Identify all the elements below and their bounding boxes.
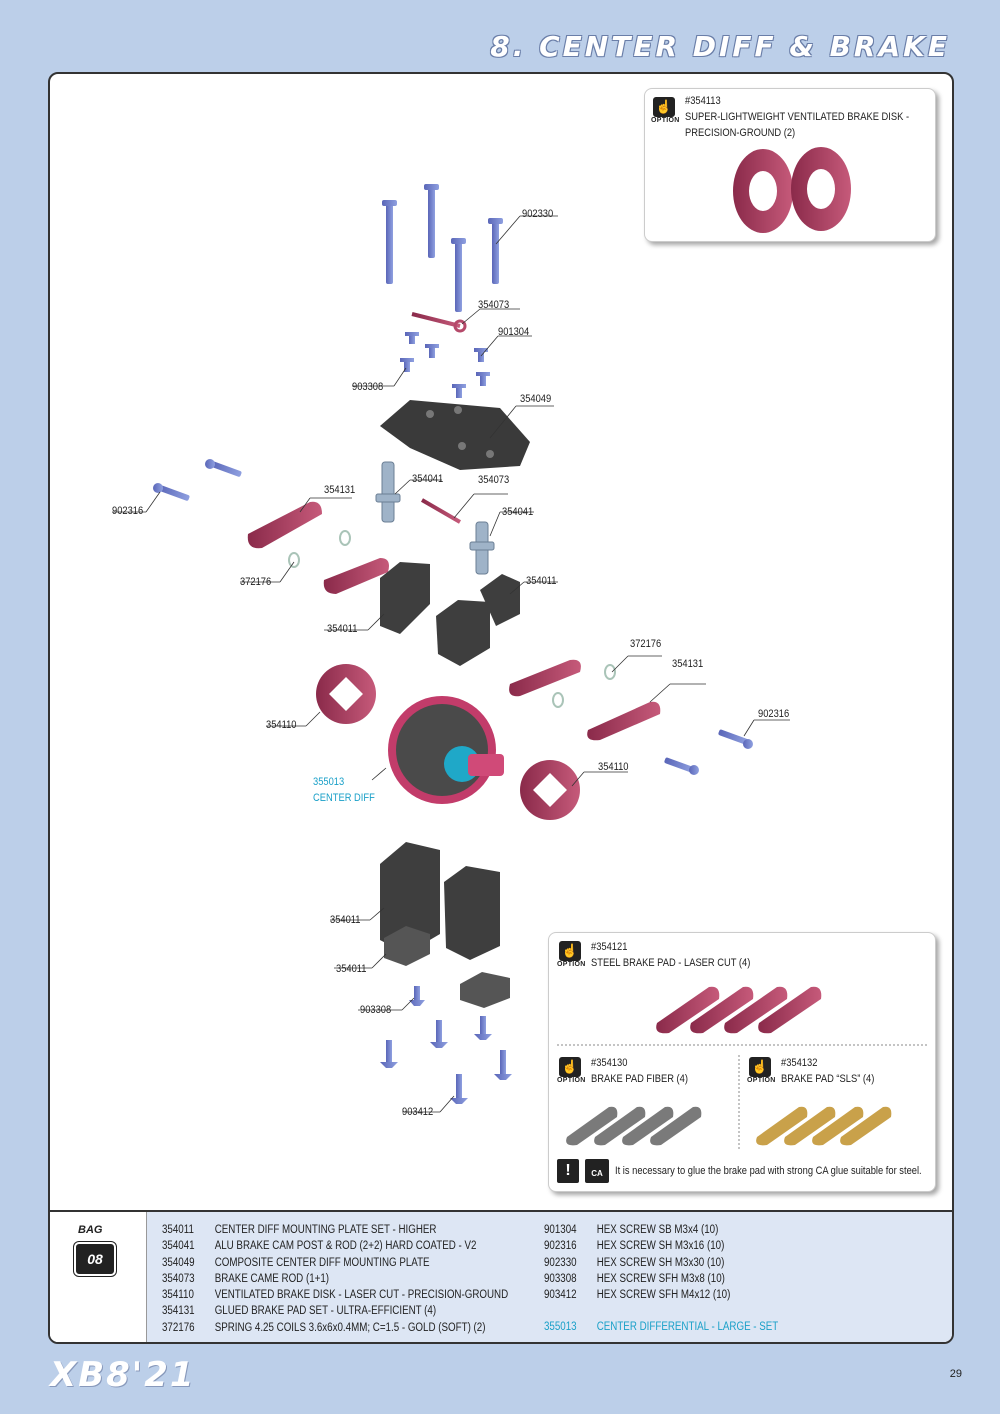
option-fiber-pad-number: #354130 bbox=[591, 1057, 628, 1069]
part-number: 901304 bbox=[544, 1224, 577, 1236]
callout-372176-left: 372176 bbox=[240, 576, 272, 588]
diagram-drawing bbox=[112, 184, 790, 1113]
option-brake-disk-desc-1: SUPER-LIGHTWEIGHT VENTILATED BRAKE DISK … bbox=[685, 111, 910, 123]
option-steel-pad-number: #354121 bbox=[591, 941, 628, 953]
long-screws-902330 bbox=[382, 184, 503, 312]
option-fiber-pad-desc: BRAKE PAD FIBER (4) bbox=[591, 1073, 688, 1085]
part-description: ALU BRAKE CAM POST & ROD (2+2) HARD COAT… bbox=[214, 1240, 477, 1253]
callout-354041-top: 354041 bbox=[412, 473, 444, 485]
parts-legend: BAG 08 354011 CENTER DIFF MOUNTING PLATE … bbox=[50, 1210, 952, 1342]
part-row: 354131 GLUED BRAKE PAD SET - ULTRA-EFFICI… bbox=[162, 1303, 508, 1319]
callout-354110-left: 354110 bbox=[266, 719, 297, 731]
part-row: 903308 HEX SCREW SFH M3x8 (10) bbox=[544, 1271, 778, 1287]
callout-354110-right: 354110 bbox=[598, 761, 629, 773]
part-description: HEX SCREW SH M3x30 (10) bbox=[596, 1256, 725, 1269]
page-title: 8. CENTER DIFF & BRAKE bbox=[490, 30, 950, 63]
part-row: 354049 COMPOSITE CENTER DIFF MOUNTING PLA… bbox=[162, 1255, 508, 1271]
part-description: CENTER DIFF MOUNTING PLATE SET - HIGHER bbox=[214, 1224, 437, 1236]
part-number: 355013 bbox=[544, 1321, 577, 1334]
part-row: 902316 HEX SCREW SH M3x16 (10) bbox=[544, 1238, 778, 1254]
part-description: HEX SCREW SH M3x16 (10) bbox=[596, 1240, 725, 1253]
part-number: 354073 bbox=[162, 1272, 195, 1285]
part-number: 354131 bbox=[162, 1305, 195, 1318]
callout-902316-right: 902316 bbox=[758, 708, 790, 720]
callout-center-diff: CENTER DIFF bbox=[313, 792, 375, 804]
option-brake-disk-number: #354113 bbox=[685, 95, 721, 107]
part-row: 354011 CENTER DIFF MOUNTING PLATE SET - H… bbox=[162, 1222, 508, 1238]
callout-354011-plate: 354011 bbox=[336, 963, 367, 975]
bag-label: BAG bbox=[78, 1224, 103, 1236]
callout-372176-right: 372176 bbox=[630, 638, 662, 650]
callout-903412: 903412 bbox=[402, 1106, 434, 1118]
part-row: 902330 HEX SCREW SH M3x30 (10) bbox=[544, 1255, 778, 1271]
part-number: 902316 bbox=[544, 1240, 577, 1253]
option-thumb-icon: ☝OPTION bbox=[651, 97, 680, 124]
part-description: HEX SCREW SFH M3x8 (10) bbox=[596, 1272, 725, 1285]
callout-354041-mid: 354041 bbox=[502, 506, 534, 518]
part-row: 354041 ALU BRAKE CAM POST & ROD (2+2) HAR… bbox=[162, 1238, 508, 1254]
option-box-brake-pads: ☝OPTION #354121 STEEL BRAKE PAD - LASER … bbox=[548, 932, 936, 1192]
option-box-brake-disk: ☝OPTION #354113 SUPER-LIGHTWEIGHT VENTIL… bbox=[644, 88, 936, 242]
callout-354011-upper-right: 354011 bbox=[526, 575, 557, 587]
part-description: BRAKE CAME ROD (1+1) bbox=[214, 1272, 330, 1285]
part-row: 901304 HEX SCREW SB M3x4 (10) bbox=[544, 1222, 778, 1238]
callout-354131-right: 354131 bbox=[672, 658, 704, 670]
callout-355013: 355013 bbox=[313, 776, 345, 788]
option-thumb-icon: ☝OPTION bbox=[747, 1057, 776, 1084]
part-row: 354110 VENTILATED BRAKE DISK - LASER CUT … bbox=[162, 1287, 508, 1303]
part-row: 355013 CENTER DIFFERENTIAL - LARGE - SET bbox=[544, 1319, 778, 1335]
part-description: HEX SCREW SFH M4x12 (10) bbox=[596, 1289, 731, 1302]
part-description: COMPOSITE CENTER DIFF MOUNTING PLATE bbox=[214, 1256, 430, 1269]
part-row: 372176 SPRING 4.25 COILS 3.6x6x0.4MM; C=1… bbox=[162, 1320, 508, 1336]
callout-903308-top: 903308 bbox=[352, 381, 384, 393]
callout-354073-top: 354073 bbox=[478, 299, 510, 311]
ca-glue-icon: CA bbox=[585, 1159, 609, 1183]
callout-903308-bottom: 903308 bbox=[360, 1004, 392, 1016]
part-number: 354049 bbox=[162, 1256, 195, 1269]
part-number: 354110 bbox=[162, 1289, 194, 1302]
option-brake-disk-drawing bbox=[733, 147, 851, 233]
part-description: SPRING 4.25 COILS 3.6x6x0.4MM; C=1.5 - G… bbox=[214, 1321, 486, 1334]
part-number: 903308 bbox=[544, 1272, 577, 1285]
option-steel-pad-desc: STEEL BRAKE PAD - LASER CUT (4) bbox=[591, 957, 751, 969]
option-thumb-icon: ☝OPTION bbox=[557, 941, 586, 968]
part-number: 902330 bbox=[544, 1256, 577, 1269]
option-pads-drawing bbox=[557, 986, 927, 1151]
part-row: 903412 HEX SCREW SFH M4x12 (10) bbox=[544, 1287, 778, 1303]
bag-indicator: BAG 08 bbox=[50, 1212, 147, 1342]
instruction-panel: 902330 354073 901304 903308 354049 90231… bbox=[48, 72, 954, 1344]
parts-list-left: 354011 CENTER DIFF MOUNTING PLATE SET - H… bbox=[162, 1222, 508, 1336]
callout-354011-lower: 354011 bbox=[330, 914, 361, 926]
xb8-logo: XB8'21 bbox=[50, 1355, 196, 1395]
callout-902330: 902330 bbox=[522, 208, 554, 220]
warning-icon: ! bbox=[557, 1159, 579, 1183]
part-number: 354011 bbox=[162, 1224, 194, 1236]
glue-warning-text: It is necessary to glue the brake pad wi… bbox=[615, 1165, 922, 1177]
callout-354073-mid: 354073 bbox=[478, 474, 510, 486]
small-screws bbox=[400, 332, 490, 398]
part-number: 354041 bbox=[162, 1240, 195, 1253]
callout-354131-left: 354131 bbox=[324, 484, 356, 496]
page-number: 29 bbox=[949, 1368, 962, 1380]
option-brake-disk-desc-2: PRECISION-GROUND (2) bbox=[685, 127, 796, 139]
callout-902316-left: 902316 bbox=[112, 505, 144, 517]
option-sls-pad-number: #354132 bbox=[781, 1057, 818, 1069]
exploded-diagram: 902330 354073 901304 903308 354049 90231… bbox=[50, 74, 952, 1210]
callout-354011-upper-left: 354011 bbox=[327, 623, 358, 635]
part-description: VENTILATED BRAKE DISK - LASER CUT - PREC… bbox=[214, 1289, 509, 1302]
option-thumb-icon: ☝OPTION bbox=[557, 1057, 586, 1084]
part-description: GLUED BRAKE PAD SET - ULTRA-EFFICIENT (4… bbox=[214, 1305, 437, 1318]
callout-354049: 354049 bbox=[520, 393, 552, 405]
part-number: 372176 bbox=[162, 1321, 195, 1334]
part-number: 903412 bbox=[544, 1289, 577, 1302]
bag-number: 08 bbox=[74, 1242, 116, 1276]
part-description: CENTER DIFFERENTIAL - LARGE - SET bbox=[596, 1321, 779, 1334]
callout-901304: 901304 bbox=[498, 326, 530, 338]
part-description: HEX SCREW SB M3x4 (10) bbox=[596, 1224, 719, 1236]
part-row: 354073 BRAKE CAME ROD (1+1) bbox=[162, 1271, 508, 1287]
option-sls-pad-desc: BRAKE PAD “SLS” (4) bbox=[781, 1073, 875, 1085]
